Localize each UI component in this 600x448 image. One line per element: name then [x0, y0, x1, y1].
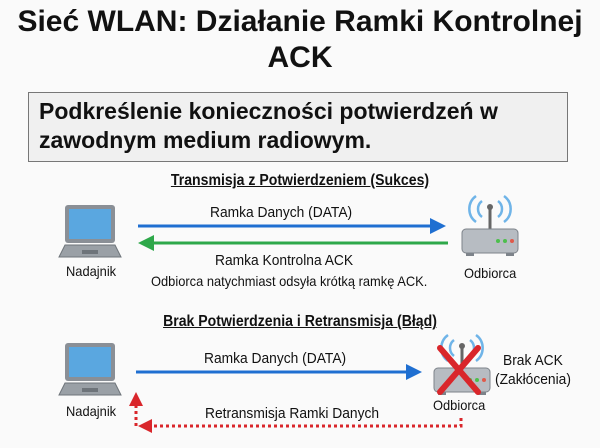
receiver-label: Odbiorca	[464, 265, 517, 281]
receiver-label-2: Odbiorca	[433, 397, 486, 413]
sender-laptop-icon	[58, 204, 122, 258]
sender-laptop-icon-2	[58, 342, 122, 396]
success-note: Odbiorca natychmiast odsyła krótką ramkę…	[151, 273, 428, 289]
error-x-icon	[437, 345, 481, 395]
interference-label: (Zakłócenia)	[495, 371, 571, 388]
data-arrow-label-2: Ramka Danych (DATA)	[204, 350, 347, 367]
ack-arrow-label: Ramka Kontrolna ACK	[215, 252, 354, 269]
success-heading: Transmisja z Potwierdzeniem (Sukces)	[170, 172, 430, 189]
receiver-router-icon	[460, 194, 520, 258]
sender-label: Nadajnik	[66, 263, 117, 279]
sender-label-2: Nadajnik	[66, 403, 117, 419]
subtitle-box: Podkreślenie konieczności potwierdzeń w …	[28, 92, 568, 162]
retransmit-label: Retransmisja Ramki Danych	[205, 405, 380, 422]
data-arrow-label: Ramka Danych (DATA)	[210, 204, 353, 221]
no-ack-label: Brak ACK	[503, 352, 563, 369]
page-title: Sieć WLAN: Działanie Ramki Kontrolnej AC…	[17, 5, 583, 74]
failure-heading: Brak Potwierdzenia i Retransmisja (Błąd)	[163, 313, 437, 330]
retransmit-arrow	[150, 418, 463, 428]
